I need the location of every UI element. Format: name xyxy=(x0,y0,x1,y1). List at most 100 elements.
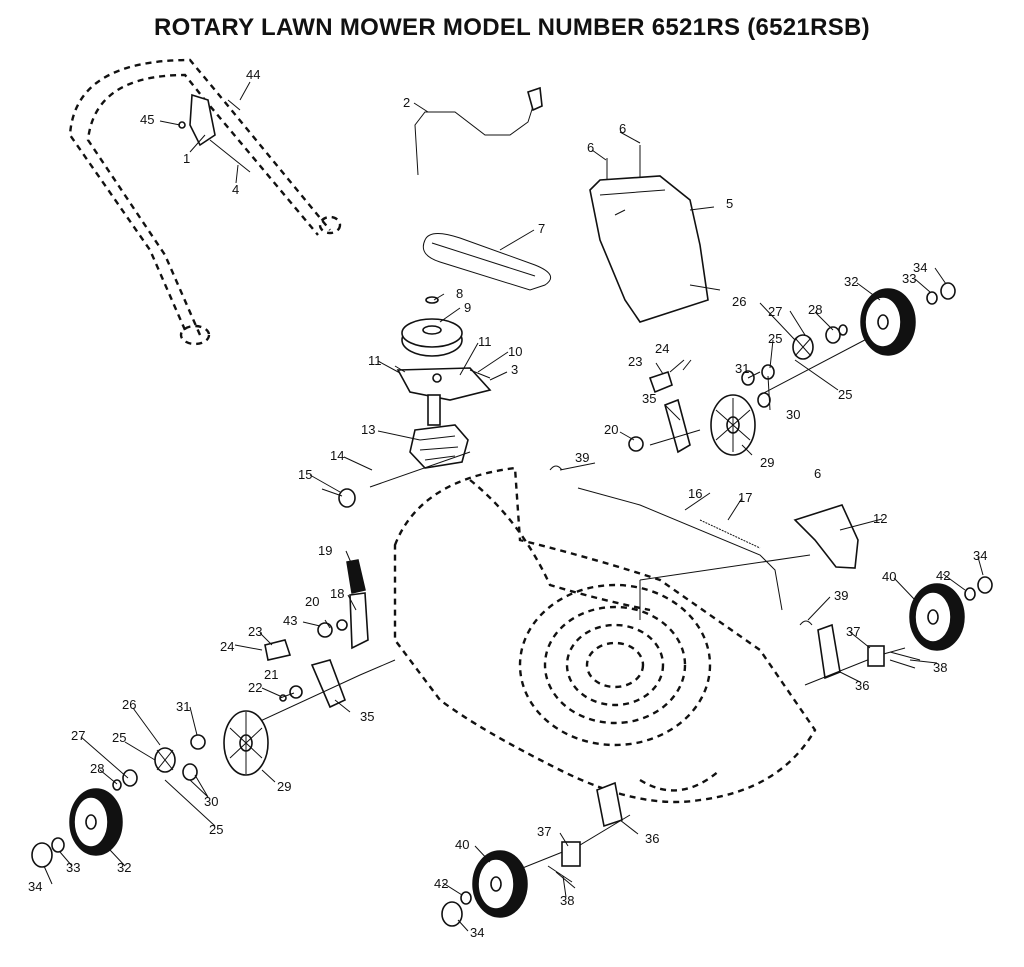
callout: 40 xyxy=(882,569,896,584)
callout: 17 xyxy=(738,490,752,505)
rear-bracket-part xyxy=(793,504,859,569)
callout: 21 xyxy=(264,667,278,682)
callout: 6 xyxy=(587,140,594,155)
callout: 7 xyxy=(538,221,545,236)
height-adjuster-right xyxy=(648,359,685,394)
callout: 37 xyxy=(537,824,551,839)
front-axle-left xyxy=(504,781,631,889)
callout: 31 xyxy=(176,699,190,714)
hairpin-clips xyxy=(549,465,813,626)
mower-deck xyxy=(393,466,817,804)
adjusting-rod-part xyxy=(577,487,811,620)
callout: 25 xyxy=(838,387,852,402)
pulley-part xyxy=(401,296,463,357)
callout: 5 xyxy=(726,196,733,211)
callout: 43 xyxy=(283,613,297,628)
pinion-gear-right xyxy=(741,324,881,408)
callout: 35 xyxy=(642,391,656,406)
callout: 39 xyxy=(834,588,848,603)
callout: 9 xyxy=(464,300,471,315)
callout: 42 xyxy=(936,568,950,583)
leader-lines xyxy=(43,81,984,932)
callout: 13 xyxy=(361,422,375,437)
page-title: ROTARY LAWN MOWER MODEL NUMBER 6521RS (6… xyxy=(154,14,870,41)
transmission-part xyxy=(369,394,471,488)
callout: 4 xyxy=(232,182,239,197)
callout: 31 xyxy=(735,361,749,376)
callout: 32 xyxy=(117,860,131,875)
callout: 26 xyxy=(122,697,136,712)
callout: 39 xyxy=(575,450,589,465)
callout: 33 xyxy=(902,271,916,286)
callout: 45 xyxy=(140,112,154,127)
transmission-bracket-part xyxy=(394,365,492,401)
rear-wheel-right xyxy=(860,282,956,356)
drive-belt-part xyxy=(422,233,552,291)
callout: 20 xyxy=(305,594,319,609)
discharge-chute-part xyxy=(589,175,721,323)
callout: 29 xyxy=(760,455,774,470)
callout: 27 xyxy=(71,728,85,743)
front-wheel-left xyxy=(441,850,528,927)
callout: 34 xyxy=(28,879,42,894)
handle-bracket-part xyxy=(178,93,251,173)
callout: 37 xyxy=(846,624,860,639)
callout: 32 xyxy=(844,274,858,289)
rod-part xyxy=(414,86,543,176)
spring-part xyxy=(699,519,761,549)
callout: 10 xyxy=(508,344,522,359)
callout: 11 xyxy=(478,334,492,349)
callout: 42 xyxy=(434,876,448,891)
callout: 38 xyxy=(933,660,947,675)
callout: 14 xyxy=(330,448,344,463)
callout: 6 xyxy=(814,466,821,481)
callout: 19 xyxy=(318,543,332,558)
callout: 3 xyxy=(511,362,518,377)
callout: 12 xyxy=(873,511,887,526)
callout: 33 xyxy=(66,860,80,875)
callout: 16 xyxy=(688,486,702,501)
callout: 38 xyxy=(560,893,574,908)
rear-wheel-left xyxy=(31,788,123,868)
front-axle-right xyxy=(804,623,921,686)
height-lever-part xyxy=(346,559,369,650)
callout: 25 xyxy=(768,331,782,346)
callout: 30 xyxy=(204,794,218,809)
callout: 34 xyxy=(913,260,927,275)
height-adjuster-left xyxy=(264,639,292,661)
callout: 26 xyxy=(732,294,746,309)
callout: 20 xyxy=(604,422,618,437)
handle-assembly xyxy=(68,58,342,346)
callout: 35 xyxy=(360,709,374,724)
callout: 27 xyxy=(768,304,782,319)
callout-labels: 1 2 3 4 5 6 6 6 7 8 9 10 11 11 12 13 14 … xyxy=(28,67,987,940)
callout: 28 xyxy=(808,302,822,317)
callout: 36 xyxy=(645,831,659,846)
callout: 6 xyxy=(619,121,626,136)
wheel-drive-part-right xyxy=(710,394,756,456)
callout: 40 xyxy=(455,837,469,852)
bracket-right xyxy=(628,398,701,454)
front-wheel-right xyxy=(909,576,993,651)
wheel-drive-part-left xyxy=(182,710,269,781)
callout: 22 xyxy=(248,680,262,695)
callout: 34 xyxy=(470,925,484,940)
callout: 29 xyxy=(277,779,291,794)
left-axle-bracket xyxy=(229,619,396,736)
callout: 23 xyxy=(248,624,262,639)
callout: 18 xyxy=(330,586,344,601)
callout: 2 xyxy=(403,95,410,110)
callout: 30 xyxy=(786,407,800,422)
callout: 8 xyxy=(456,286,463,301)
callout: 25 xyxy=(209,822,223,837)
wheel-adapter-part xyxy=(321,488,356,508)
callout: 25 xyxy=(112,730,126,745)
callout: 44 xyxy=(246,67,260,82)
callout: 36 xyxy=(855,678,869,693)
callout: 24 xyxy=(220,639,234,654)
pinion-gear-left xyxy=(112,747,176,791)
callout: 28 xyxy=(90,761,104,776)
callout: 34 xyxy=(973,548,987,563)
